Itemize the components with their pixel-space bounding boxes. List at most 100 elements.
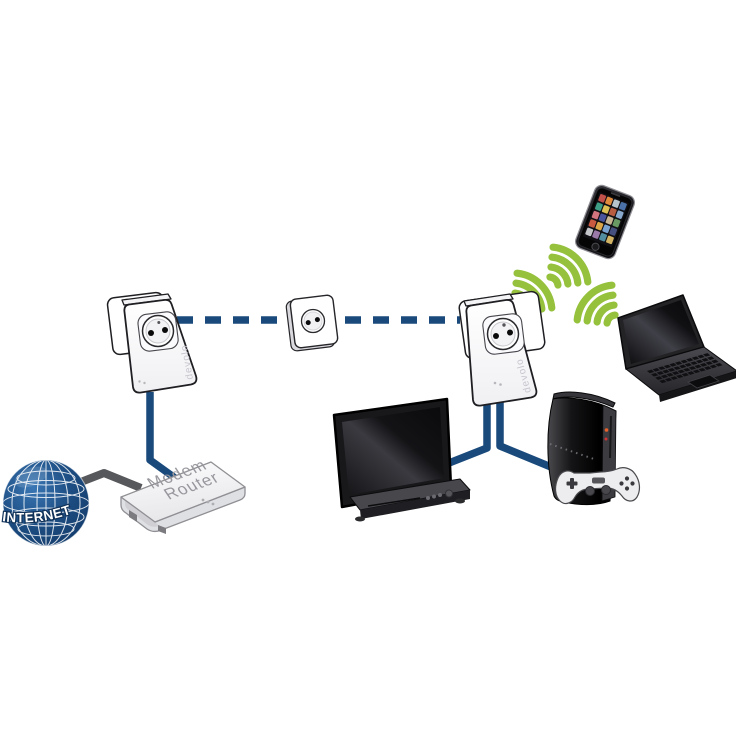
router-top-face [120,461,246,523]
console-disc-slot [609,415,612,459]
phone-app-tile [612,199,620,208]
laptop-key [687,371,695,375]
controller-center [592,477,605,484]
controller-stick [601,485,611,495]
phone-app-tile [605,216,614,225]
ethernet-cable-adapter-to-tv [447,402,491,467]
controller-buttons [619,476,635,491]
globe-rim [2,459,90,547]
laptop-key [681,372,689,377]
phone-app-tile [592,230,601,239]
power-led [604,428,609,432]
laptop-key [688,366,697,370]
laptop-key [705,361,713,365]
phone-app-grid [585,194,627,245]
laptop-key [698,367,706,372]
laptop-key [680,359,688,364]
tv-foot [455,498,465,504]
phone-app-tile [595,221,604,231]
tv [332,397,471,522]
laptop-key [686,358,694,362]
laptop-key [658,366,666,370]
laptop-key [704,366,712,370]
modem-router: Modem Router [120,456,246,534]
laptop-key [703,353,711,357]
ethernet-cable-adapter-to-router [146,392,178,482]
laptop-screen [623,300,699,364]
laptop-key [655,376,663,380]
controller-body [554,467,641,505]
adapter-leds [493,381,502,386]
ethernet-cable-adapter-to-console [496,402,553,471]
smartphone [574,184,636,260]
laptop-key [652,368,660,372]
controller-dpad [566,481,578,486]
phone-app-tile [615,210,624,219]
outlet-socket-recess [303,311,323,331]
laptop-key [663,364,672,369]
tv-screen [342,407,444,495]
laptop-key [667,367,676,372]
laptop-key [711,359,719,364]
phone-app-tile [599,232,607,242]
laptop [617,294,736,402]
laptop-key [697,354,705,359]
socket-recess [490,321,516,347]
laptop-key [677,369,685,374]
wall-outlet [285,294,339,352]
phone-app-tile [595,202,603,211]
outlet-hole [314,317,320,323]
socket-hole [162,327,168,333]
adapter-leds [138,380,146,385]
router-leds [201,498,215,506]
game-controller [554,467,641,505]
laptop-key [647,369,655,374]
wifi-signal-icon [550,247,588,285]
laptop-key [669,363,677,367]
laptop-key [660,374,669,379]
laptop-key [666,372,674,377]
phone-app-tile [591,210,600,220]
outlet-hole [305,320,311,326]
socket-hole [148,330,154,336]
media-player-front [360,490,470,519]
socket-ground-pin [157,321,161,324]
powerline-adapter-left: devolo [106,291,198,394]
router-foot [158,525,166,534]
laptop-key [659,379,667,384]
laptop-key [683,367,691,372]
laptop-key [664,377,673,382]
laptop-key [695,359,704,364]
powerline-adapter-right: devolo [458,290,546,407]
laptop-key [676,374,684,379]
phone-app-tile [601,205,610,214]
laptop-key [656,371,664,375]
phone-app-tile [608,207,617,217]
controller-stick [585,486,595,496]
phone-app-tile [606,235,614,245]
internet-globe: INTERNET [0,459,90,547]
laptop-key [690,361,698,365]
media-player-slot [367,497,421,507]
console-vents [549,443,595,460]
phone-app-tile [612,218,621,228]
laptop-key [662,369,670,374]
laptop-touchpad [687,374,720,389]
globe-sheen [14,466,48,488]
socket-ground-pin [502,323,506,327]
phone-home-button [591,242,600,251]
laptop-key [684,363,692,367]
laptop-key [701,358,709,362]
phone-app-tile [598,213,607,222]
laptop-key [715,362,723,367]
laptop-key [707,356,715,360]
phone-app-tile [588,219,597,228]
console-top [552,391,616,408]
laptop-key [675,361,683,365]
phone-app-tile [602,224,611,234]
phone-app-tile [585,227,594,237]
laptop-keyboard [647,353,723,384]
eject-led [604,437,608,441]
